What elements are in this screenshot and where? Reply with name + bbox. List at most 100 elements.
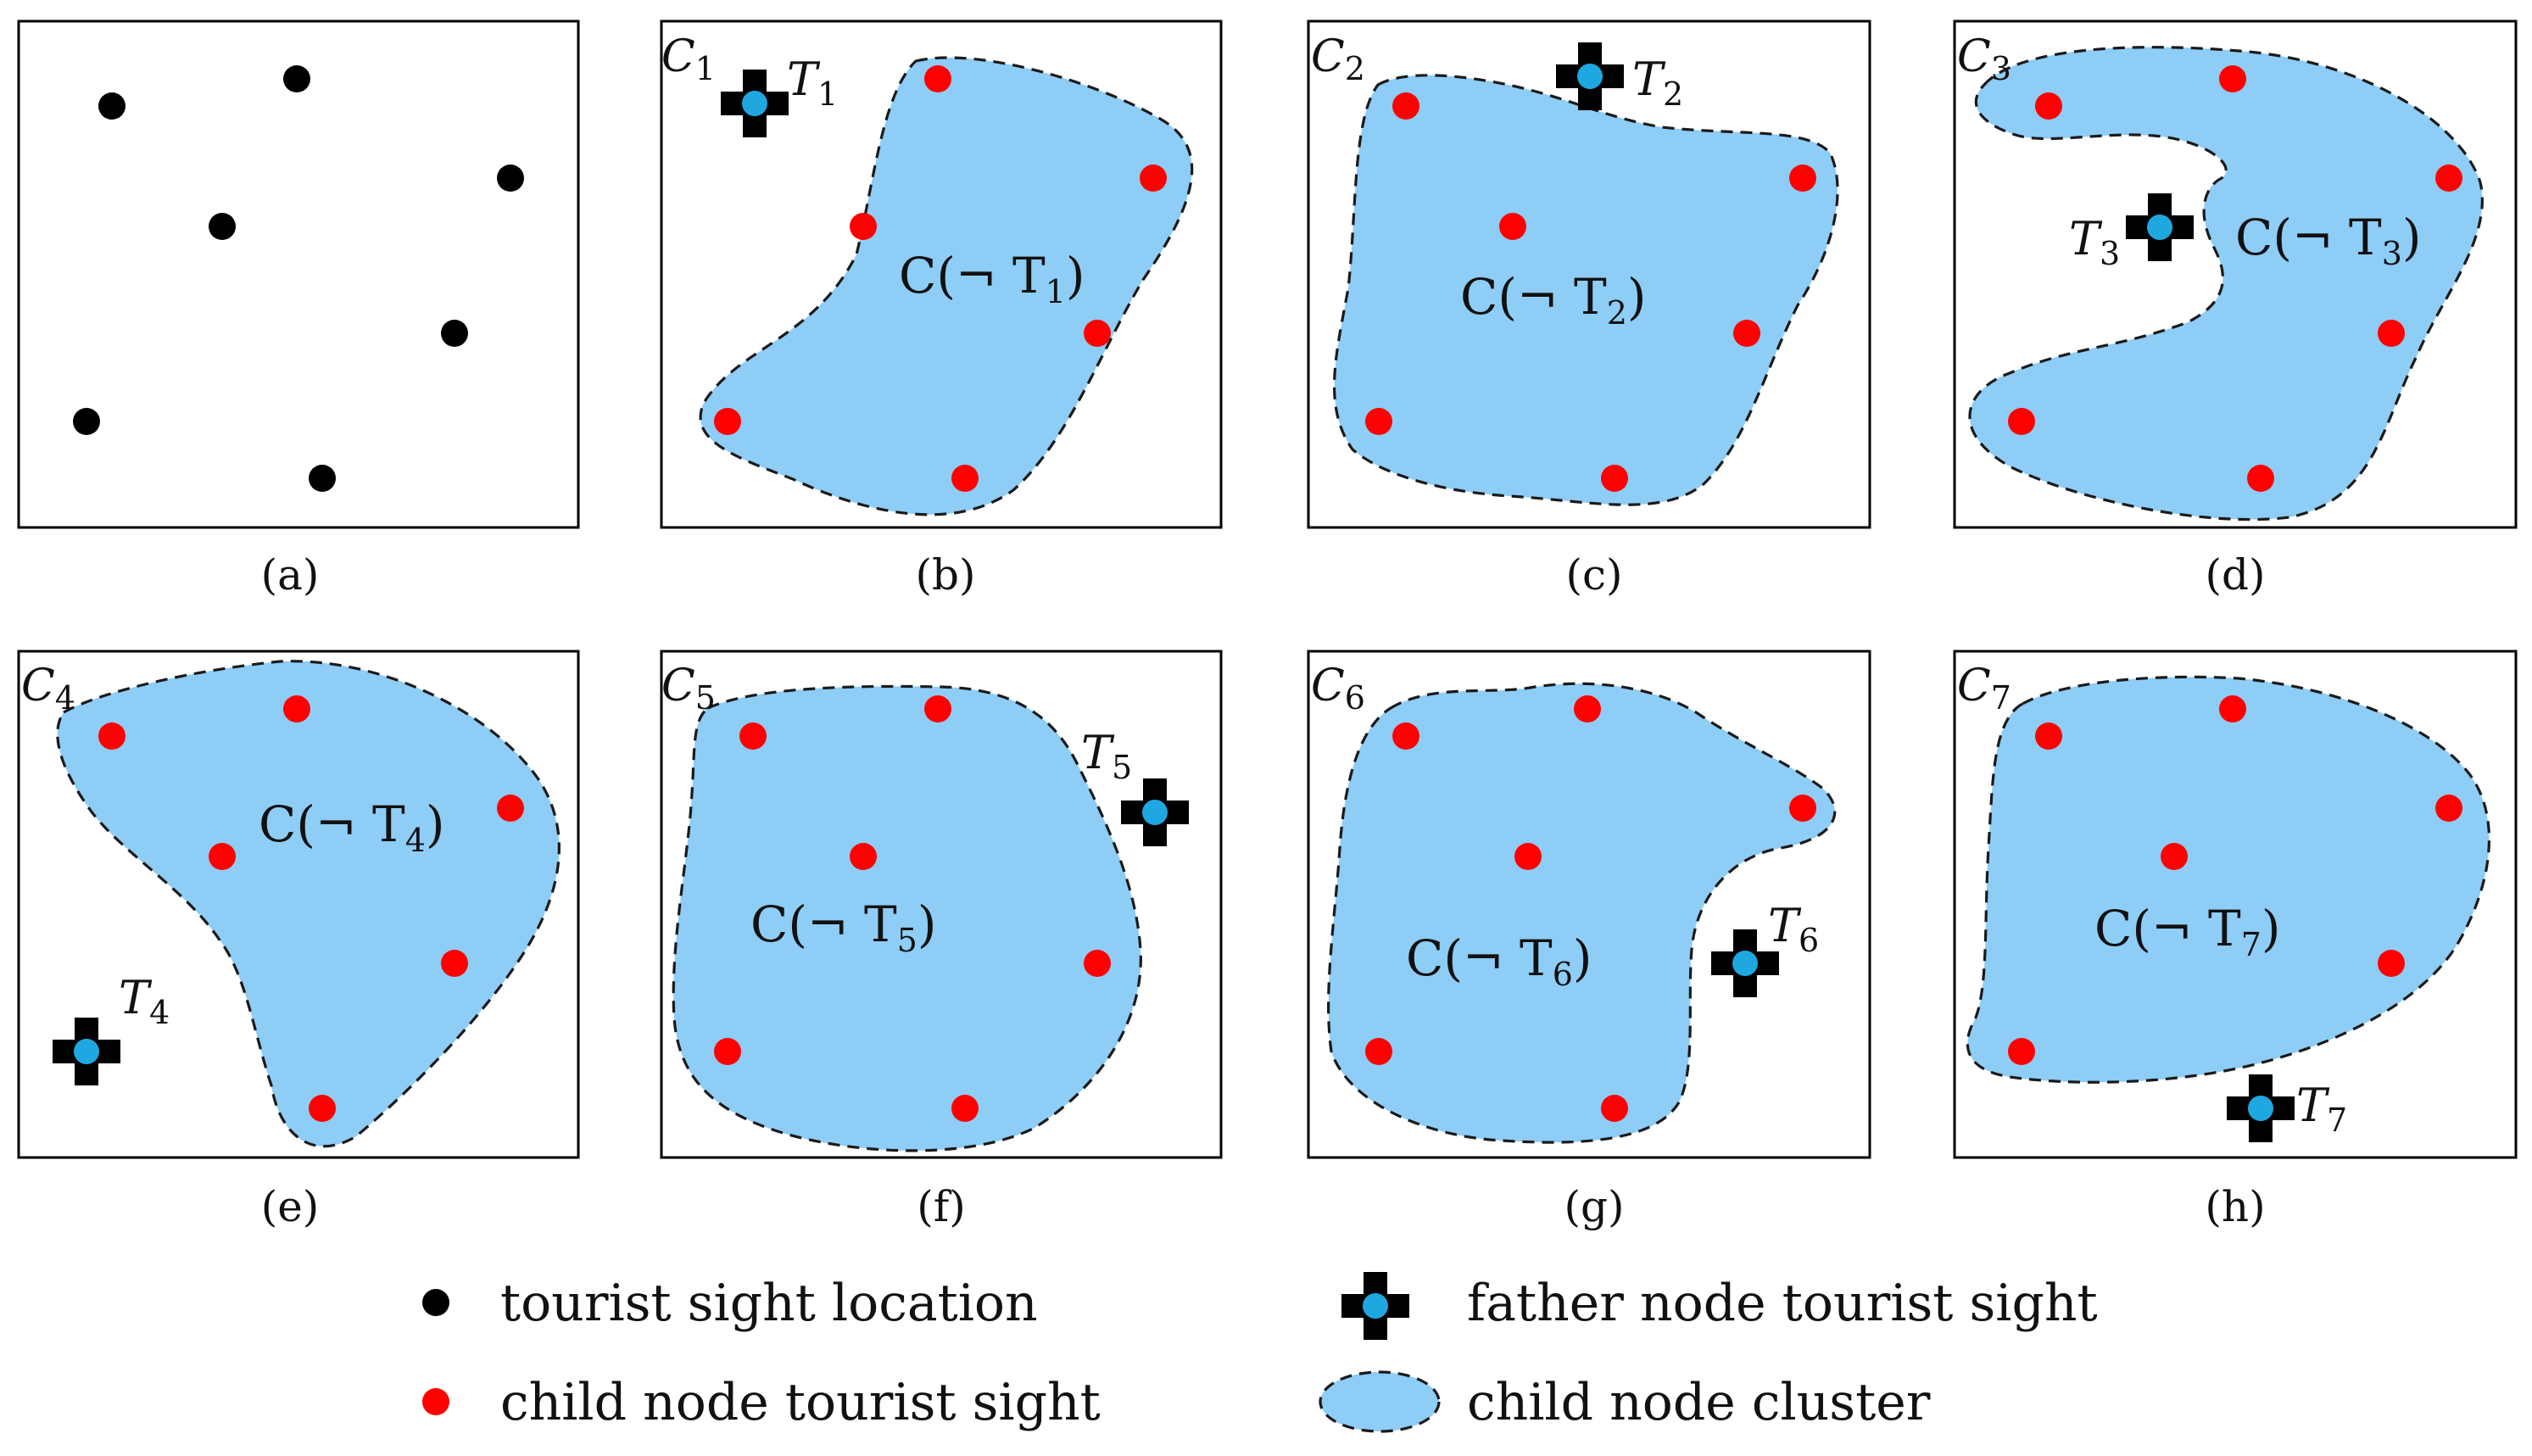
child-node-dot xyxy=(951,1095,979,1122)
legend-item-father-node-sight: father node tourist sight xyxy=(1341,1272,2098,1340)
child-node-cluster xyxy=(1968,46,2484,522)
child-node-cluster xyxy=(672,684,1142,1152)
cluster-swatch-icon xyxy=(1319,1370,1441,1433)
father-node-marker xyxy=(721,70,789,137)
child-node-dot xyxy=(1789,165,1816,192)
child-node-dot-icon xyxy=(422,1388,449,1415)
child-node-cluster xyxy=(1332,74,1839,506)
child-node-dot xyxy=(1514,843,1542,870)
father-node-marker xyxy=(1121,778,1189,846)
father-node-marker xyxy=(1556,42,1624,110)
tourist-sight-dot-icon xyxy=(422,1289,449,1316)
panel-caption: (f) xyxy=(917,1182,966,1231)
legend-item-child-node-cluster: child node cluster xyxy=(1319,1370,1931,1433)
child-node-dot xyxy=(441,950,468,977)
panel-e: C4 T4 C(¬ T4) (e) xyxy=(17,650,580,1231)
tourist-sight-dot xyxy=(98,92,125,120)
child-node-dot xyxy=(2378,320,2405,347)
child-node-dot xyxy=(497,795,524,822)
cluster-corner-label: C7 xyxy=(1957,661,2011,717)
child-node-cluster xyxy=(1966,675,2491,1084)
father-node-label: T6 xyxy=(1768,899,1819,959)
child-node-dot xyxy=(2435,795,2462,822)
panel-caption: (b) xyxy=(915,550,975,600)
panel-caption: (g) xyxy=(1564,1182,1624,1231)
panel-caption: (c) xyxy=(1565,550,1622,600)
child-node-cluster xyxy=(1327,682,1837,1144)
cluster-label: C(¬ T7) xyxy=(2094,900,2281,963)
cluster-label: C(¬ T4) xyxy=(259,795,445,859)
child-node-dot xyxy=(2035,92,2062,120)
legend-item-child-node-sight: child node tourist sight xyxy=(422,1373,1101,1432)
child-node-dot xyxy=(2247,465,2274,492)
tourist-sight-dot xyxy=(309,465,336,492)
child-node-dot xyxy=(1084,950,1111,977)
panel-c: C2 T2 C(¬ T2) (c) xyxy=(1307,20,1871,600)
child-node-dot xyxy=(850,843,877,870)
cluster-label: C(¬ T1) xyxy=(899,247,1085,310)
father-node-marker xyxy=(2126,193,2194,261)
tourist-sight-dot xyxy=(441,320,468,347)
child-node-dot xyxy=(283,695,310,722)
child-node-cluster xyxy=(699,56,1194,516)
child-node-dot xyxy=(1574,695,1601,722)
legend-label: tourist sight location xyxy=(500,1274,1038,1333)
cluster-label: C(¬ T2) xyxy=(1460,268,1647,332)
panel-caption: (h) xyxy=(2205,1182,2265,1231)
child-node-dot xyxy=(309,1095,336,1122)
child-node-dot xyxy=(2161,843,2188,870)
child-node-dot xyxy=(1601,465,1628,492)
father-node-marker xyxy=(2227,1074,2295,1142)
panel-a: (a) xyxy=(17,20,580,600)
child-node-dot xyxy=(1140,165,1167,192)
child-node-dot xyxy=(714,1038,741,1065)
father-node-label: T2 xyxy=(1632,53,1683,113)
child-node-dot xyxy=(2378,950,2405,977)
child-node-dot xyxy=(1733,320,1760,347)
cluster-label: C(¬ T3) xyxy=(2235,209,2422,272)
tourist-sight-dot xyxy=(283,65,310,92)
child-node-dot xyxy=(2008,408,2035,435)
panel-f: C5 T5 C(¬ T5) (f) xyxy=(660,650,1223,1231)
child-node-dot xyxy=(1365,1038,1392,1065)
father-node-label: T1 xyxy=(787,53,838,113)
tourist-sight-dot xyxy=(209,213,236,240)
father-node-label: T3 xyxy=(2069,212,2120,272)
child-node-cluster xyxy=(56,660,560,1148)
legend-label: father node tourist sight xyxy=(1467,1274,2098,1333)
father-node-label: T7 xyxy=(2296,1079,2347,1139)
father-node-marker xyxy=(1711,929,1779,997)
child-node-dot xyxy=(2035,722,2062,750)
child-node-dot xyxy=(1789,795,1816,822)
tourist-sight-dot xyxy=(73,408,100,435)
cluster-corner-label: C6 xyxy=(1311,661,1365,717)
panel-g: C6 T6 C(¬ T6) (g) xyxy=(1307,650,1871,1231)
panel-caption: (d) xyxy=(2205,550,2265,600)
child-node-dot xyxy=(1601,1095,1628,1122)
father-node-marker xyxy=(53,1018,120,1085)
child-node-dot xyxy=(739,722,767,750)
child-node-dot xyxy=(2435,165,2462,192)
child-node-dot xyxy=(850,213,877,240)
child-node-dot xyxy=(1392,722,1419,750)
father-node-label: T5 xyxy=(1081,726,1132,786)
tourist-sight-dot xyxy=(497,165,524,192)
child-node-dot xyxy=(924,695,951,722)
panel-caption: (a) xyxy=(261,550,320,600)
father-node-marker-icon xyxy=(1341,1272,1409,1340)
panel-d: C3 T3 C(¬ T3) (d) xyxy=(1953,20,2518,600)
child-node-dot xyxy=(714,408,741,435)
cluster-corner-label: C1 xyxy=(661,31,716,87)
cluster-corner-label: C4 xyxy=(21,661,75,717)
panel-caption: (e) xyxy=(261,1182,320,1231)
legend-label: child node tourist sight xyxy=(500,1373,1101,1432)
child-node-dot xyxy=(951,465,979,492)
cluster-label: C(¬ T6) xyxy=(1406,929,1592,993)
child-node-dot xyxy=(2008,1038,2035,1065)
child-node-dot xyxy=(924,65,951,92)
legend-item-sight-location: tourist sight location xyxy=(422,1274,1038,1333)
child-node-dot xyxy=(1084,320,1111,347)
panel-b: C1 T1 C(¬ T1) (b) xyxy=(660,20,1223,600)
cluster-corner-label: C5 xyxy=(661,661,716,717)
